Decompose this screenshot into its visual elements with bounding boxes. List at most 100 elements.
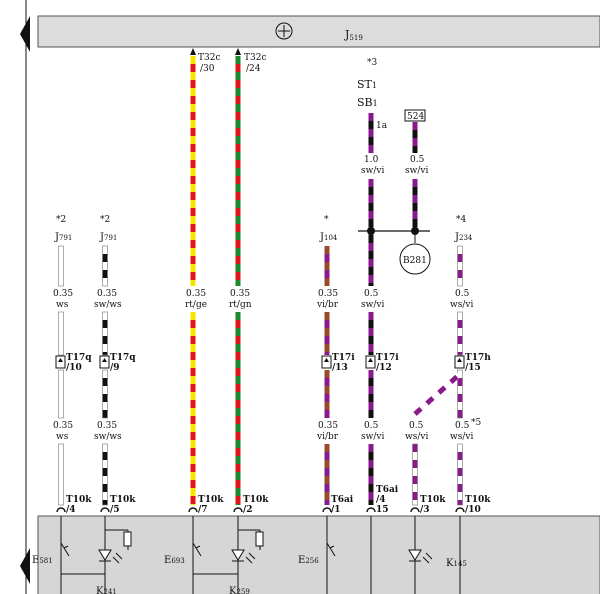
svg-text:sw/ws: sw/ws <box>94 432 122 442</box>
svg-text:T17q: T17q <box>66 353 92 363</box>
component-e581: E581 <box>32 555 53 566</box>
bottom-pin-sockets <box>56 507 465 513</box>
svg-text:/5: /5 <box>110 505 120 515</box>
svg-text:0.5: 0.5 <box>364 421 379 431</box>
connector-t32c-30: T32c <box>198 53 221 63</box>
svg-text:/15: /15 <box>465 363 481 373</box>
svg-text:15: 15 <box>376 505 389 515</box>
component-e256: E256 <box>298 555 319 566</box>
wire-wsvi-k145 <box>412 443 418 506</box>
svg-text:vi/br: vi/br <box>316 432 339 442</box>
svg-text:/4: /4 <box>376 495 386 505</box>
wire-labels-lower: 0.35 ws 0.35 sw/ws 0.35 vi/br 0.5 sw/vi … <box>53 418 482 442</box>
connector-t32c-30-pin: /30 <box>200 64 215 74</box>
svg-text:T6ai: T6ai <box>376 485 399 495</box>
st-wire-2-color: sw/vi <box>405 166 428 176</box>
wire-diagonal-wsvi <box>413 372 462 416</box>
terminal-box-label: 524 <box>407 112 424 122</box>
svg-text:T10k: T10k <box>66 495 92 505</box>
switch-e256-icon <box>326 542 336 557</box>
wire-j791-a-upper <box>58 245 64 287</box>
svg-text:T10k: T10k <box>110 495 136 505</box>
wire-j234-mid <box>457 311 463 356</box>
st-note: *3 <box>367 58 378 68</box>
connector-t32c-24-pin: /24 <box>246 64 261 74</box>
svg-text:0.35: 0.35 <box>186 289 206 299</box>
socket-icon <box>188 507 198 513</box>
socket-icon <box>56 507 66 513</box>
mid-connector-t17h-15: T17h /15 <box>454 353 491 373</box>
socket-icon <box>233 507 243 513</box>
svg-text:rt/gn: rt/gn <box>229 300 252 310</box>
svg-text:ws: ws <box>56 300 69 310</box>
module-header-bar <box>37 15 600 48</box>
wire-j791-b-upper <box>102 245 108 287</box>
socket-icon <box>410 507 420 513</box>
socket-icon <box>322 507 332 513</box>
mid-connector-t17i-13: T17i /13 <box>321 353 355 373</box>
svg-text:ws/vi: ws/vi <box>405 432 428 442</box>
component-j791-a-note: *2 <box>56 215 66 225</box>
module-symbol-icon <box>275 22 293 40</box>
svg-text:0.5: 0.5 <box>409 421 424 431</box>
svg-text:*5: *5 <box>471 418 482 428</box>
svg-text:0.35: 0.35 <box>318 421 338 431</box>
module-name: J519 <box>344 28 363 42</box>
component-j791-a: J791 <box>54 232 72 243</box>
svg-text:0.35: 0.35 <box>97 289 117 299</box>
st-wire-2-size: 0.5 <box>410 155 425 165</box>
component-box <box>37 515 600 594</box>
wire-j791-b-mid <box>102 311 108 356</box>
svg-text:/10: /10 <box>66 363 82 373</box>
wire-j791-b-lower <box>102 369 108 419</box>
svg-text:sw/ws: sw/ws <box>94 300 122 310</box>
svg-text:0.5: 0.5 <box>364 289 379 299</box>
component-e693: E693 <box>164 555 185 566</box>
wire-labels-upper: 0.35 ws 0.35 sw/ws 0.35 rt/ge 0.35 rt/gn… <box>53 289 473 310</box>
arrow-left-top-icon <box>20 16 30 52</box>
component-k259: K259 <box>229 586 250 594</box>
svg-text:T10k: T10k <box>198 495 224 505</box>
mid-connector-t17i-12: T17i /12 <box>365 353 399 373</box>
led-k241-icon <box>98 531 132 564</box>
component-k145: K145 <box>446 558 467 569</box>
component-j234: J234 <box>454 232 473 243</box>
svg-text:T17h: T17h <box>465 353 491 363</box>
terminal-box-524 <box>404 109 426 122</box>
svg-text:T17q: T17q <box>110 353 136 363</box>
svg-text:0.5: 0.5 <box>455 289 470 299</box>
mid-connector-t17q-9: T17q /9 <box>99 353 136 373</box>
svg-text:/9: /9 <box>110 363 120 373</box>
switch-e693-icon <box>192 542 202 557</box>
svg-text:0.35: 0.35 <box>53 289 73 299</box>
junction-dot-1 <box>367 227 375 235</box>
mid-connector-t17q-10: T17q /10 <box>55 353 92 373</box>
wires-group <box>58 56 463 506</box>
svg-text:ws/vi: ws/vi <box>450 300 473 310</box>
svg-text:T10k: T10k <box>420 495 446 505</box>
wire-j791-a-bottom <box>58 443 64 506</box>
component-j791-b-note: *2 <box>100 215 110 225</box>
svg-text:/7: /7 <box>198 505 208 515</box>
st-wire-1-color: sw/vi <box>361 166 384 176</box>
component-k241: K241 <box>96 586 117 594</box>
svg-text:0.35: 0.35 <box>230 289 250 299</box>
fuse-pin-label: 1a <box>376 121 388 131</box>
wire-j791-b-bottom <box>102 443 108 506</box>
sb-label: SB1 <box>357 96 378 109</box>
svg-text:rt/ge: rt/ge <box>185 300 207 310</box>
b281-label: B281 <box>403 256 427 266</box>
component-j791-b: J791 <box>99 232 117 243</box>
socket-icon <box>455 507 465 513</box>
svg-text:/13: /13 <box>332 363 348 373</box>
svg-text:ws/vi: ws/vi <box>450 432 473 442</box>
arrow-left-bottom-icon <box>20 548 30 584</box>
st-label: ST1 <box>357 78 377 91</box>
socket-icon <box>366 507 376 513</box>
wire-j234-upper <box>457 245 463 287</box>
led-k145-icon <box>408 549 433 564</box>
svg-text:0.5: 0.5 <box>455 421 470 431</box>
wire-j234-bottom <box>457 443 463 506</box>
svg-text:sw/vi: sw/vi <box>361 300 384 310</box>
